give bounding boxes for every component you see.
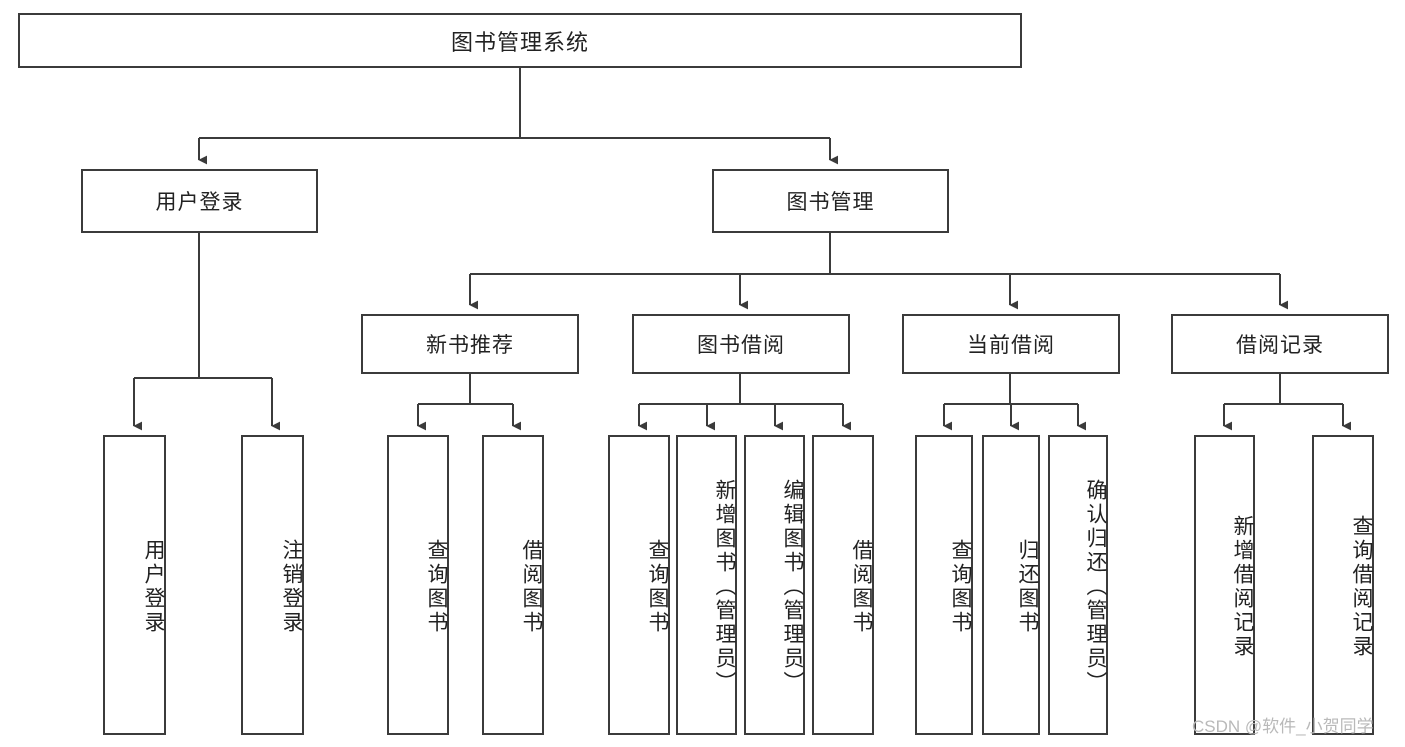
node-label: 查询图书 xyxy=(425,539,448,635)
leaf-query-borrow-record[interactable]: 查询借阅记录 xyxy=(1312,435,1374,735)
node-label: 查询借阅记录 xyxy=(1350,515,1373,659)
leaf-add-book-admin[interactable]: 新增图书（管理员） xyxy=(676,435,737,735)
leaf-user-login[interactable]: 用户登录 xyxy=(103,435,166,735)
leaf-borrow-book-recommend[interactable]: 借阅图书 xyxy=(482,435,544,735)
node-label: 借阅记录 xyxy=(1236,334,1324,357)
node-level2-user-login[interactable]: 用户登录 xyxy=(81,169,318,233)
leaf-edit-book-admin[interactable]: 编辑图书（管理员） xyxy=(744,435,805,735)
node-label: 编辑图书（管理员） xyxy=(781,479,804,695)
leaf-query-book-recommend[interactable]: 查询图书 xyxy=(387,435,449,735)
node-level2-book-management[interactable]: 图书管理 xyxy=(712,169,949,233)
node-root-label: 图书管理系统 xyxy=(450,29,589,55)
node-label: 新增图书（管理员） xyxy=(713,479,736,695)
node-label: 图书管理 xyxy=(786,191,875,214)
node-label: 借阅图书 xyxy=(850,539,873,635)
node-label: 注销登录 xyxy=(280,539,303,635)
node-label: 用户登录 xyxy=(142,539,165,635)
leaf-confirm-return-admin[interactable]: 确认归还（管理员） xyxy=(1048,435,1108,735)
leaf-query-book-borrow[interactable]: 查询图书 xyxy=(608,435,670,735)
node-label: 查询图书 xyxy=(646,539,669,635)
leaf-borrow-book[interactable]: 借阅图书 xyxy=(812,435,874,735)
node-level3-current-borrow[interactable]: 当前借阅 xyxy=(902,314,1120,374)
node-label: 新书推荐 xyxy=(426,334,514,357)
node-level3-book-borrow[interactable]: 图书借阅 xyxy=(632,314,850,374)
node-label: 确认归还（管理员） xyxy=(1084,479,1107,695)
node-label: 查询图书 xyxy=(949,539,972,635)
leaf-return-book[interactable]: 归还图书 xyxy=(982,435,1040,735)
node-label: 新增借阅记录 xyxy=(1231,515,1254,659)
node-label: 用户登录 xyxy=(155,191,244,214)
node-label: 当前借阅 xyxy=(967,334,1055,357)
leaf-add-borrow-record[interactable]: 新增借阅记录 xyxy=(1194,435,1255,735)
node-level3-borrow-record[interactable]: 借阅记录 xyxy=(1171,314,1389,374)
leaf-logout[interactable]: 注销登录 xyxy=(241,435,304,735)
node-label: 借阅图书 xyxy=(520,539,543,635)
node-level3-new-book-recommend[interactable]: 新书推荐 xyxy=(361,314,579,374)
node-label: 归还图书 xyxy=(1016,539,1039,635)
csdn-watermark: CSDN @软件_小贺同学 xyxy=(1192,717,1374,736)
node-label: 图书借阅 xyxy=(697,334,785,357)
leaf-query-book-current[interactable]: 查询图书 xyxy=(915,435,973,735)
node-root[interactable]: 图书管理系统 xyxy=(18,13,1022,68)
